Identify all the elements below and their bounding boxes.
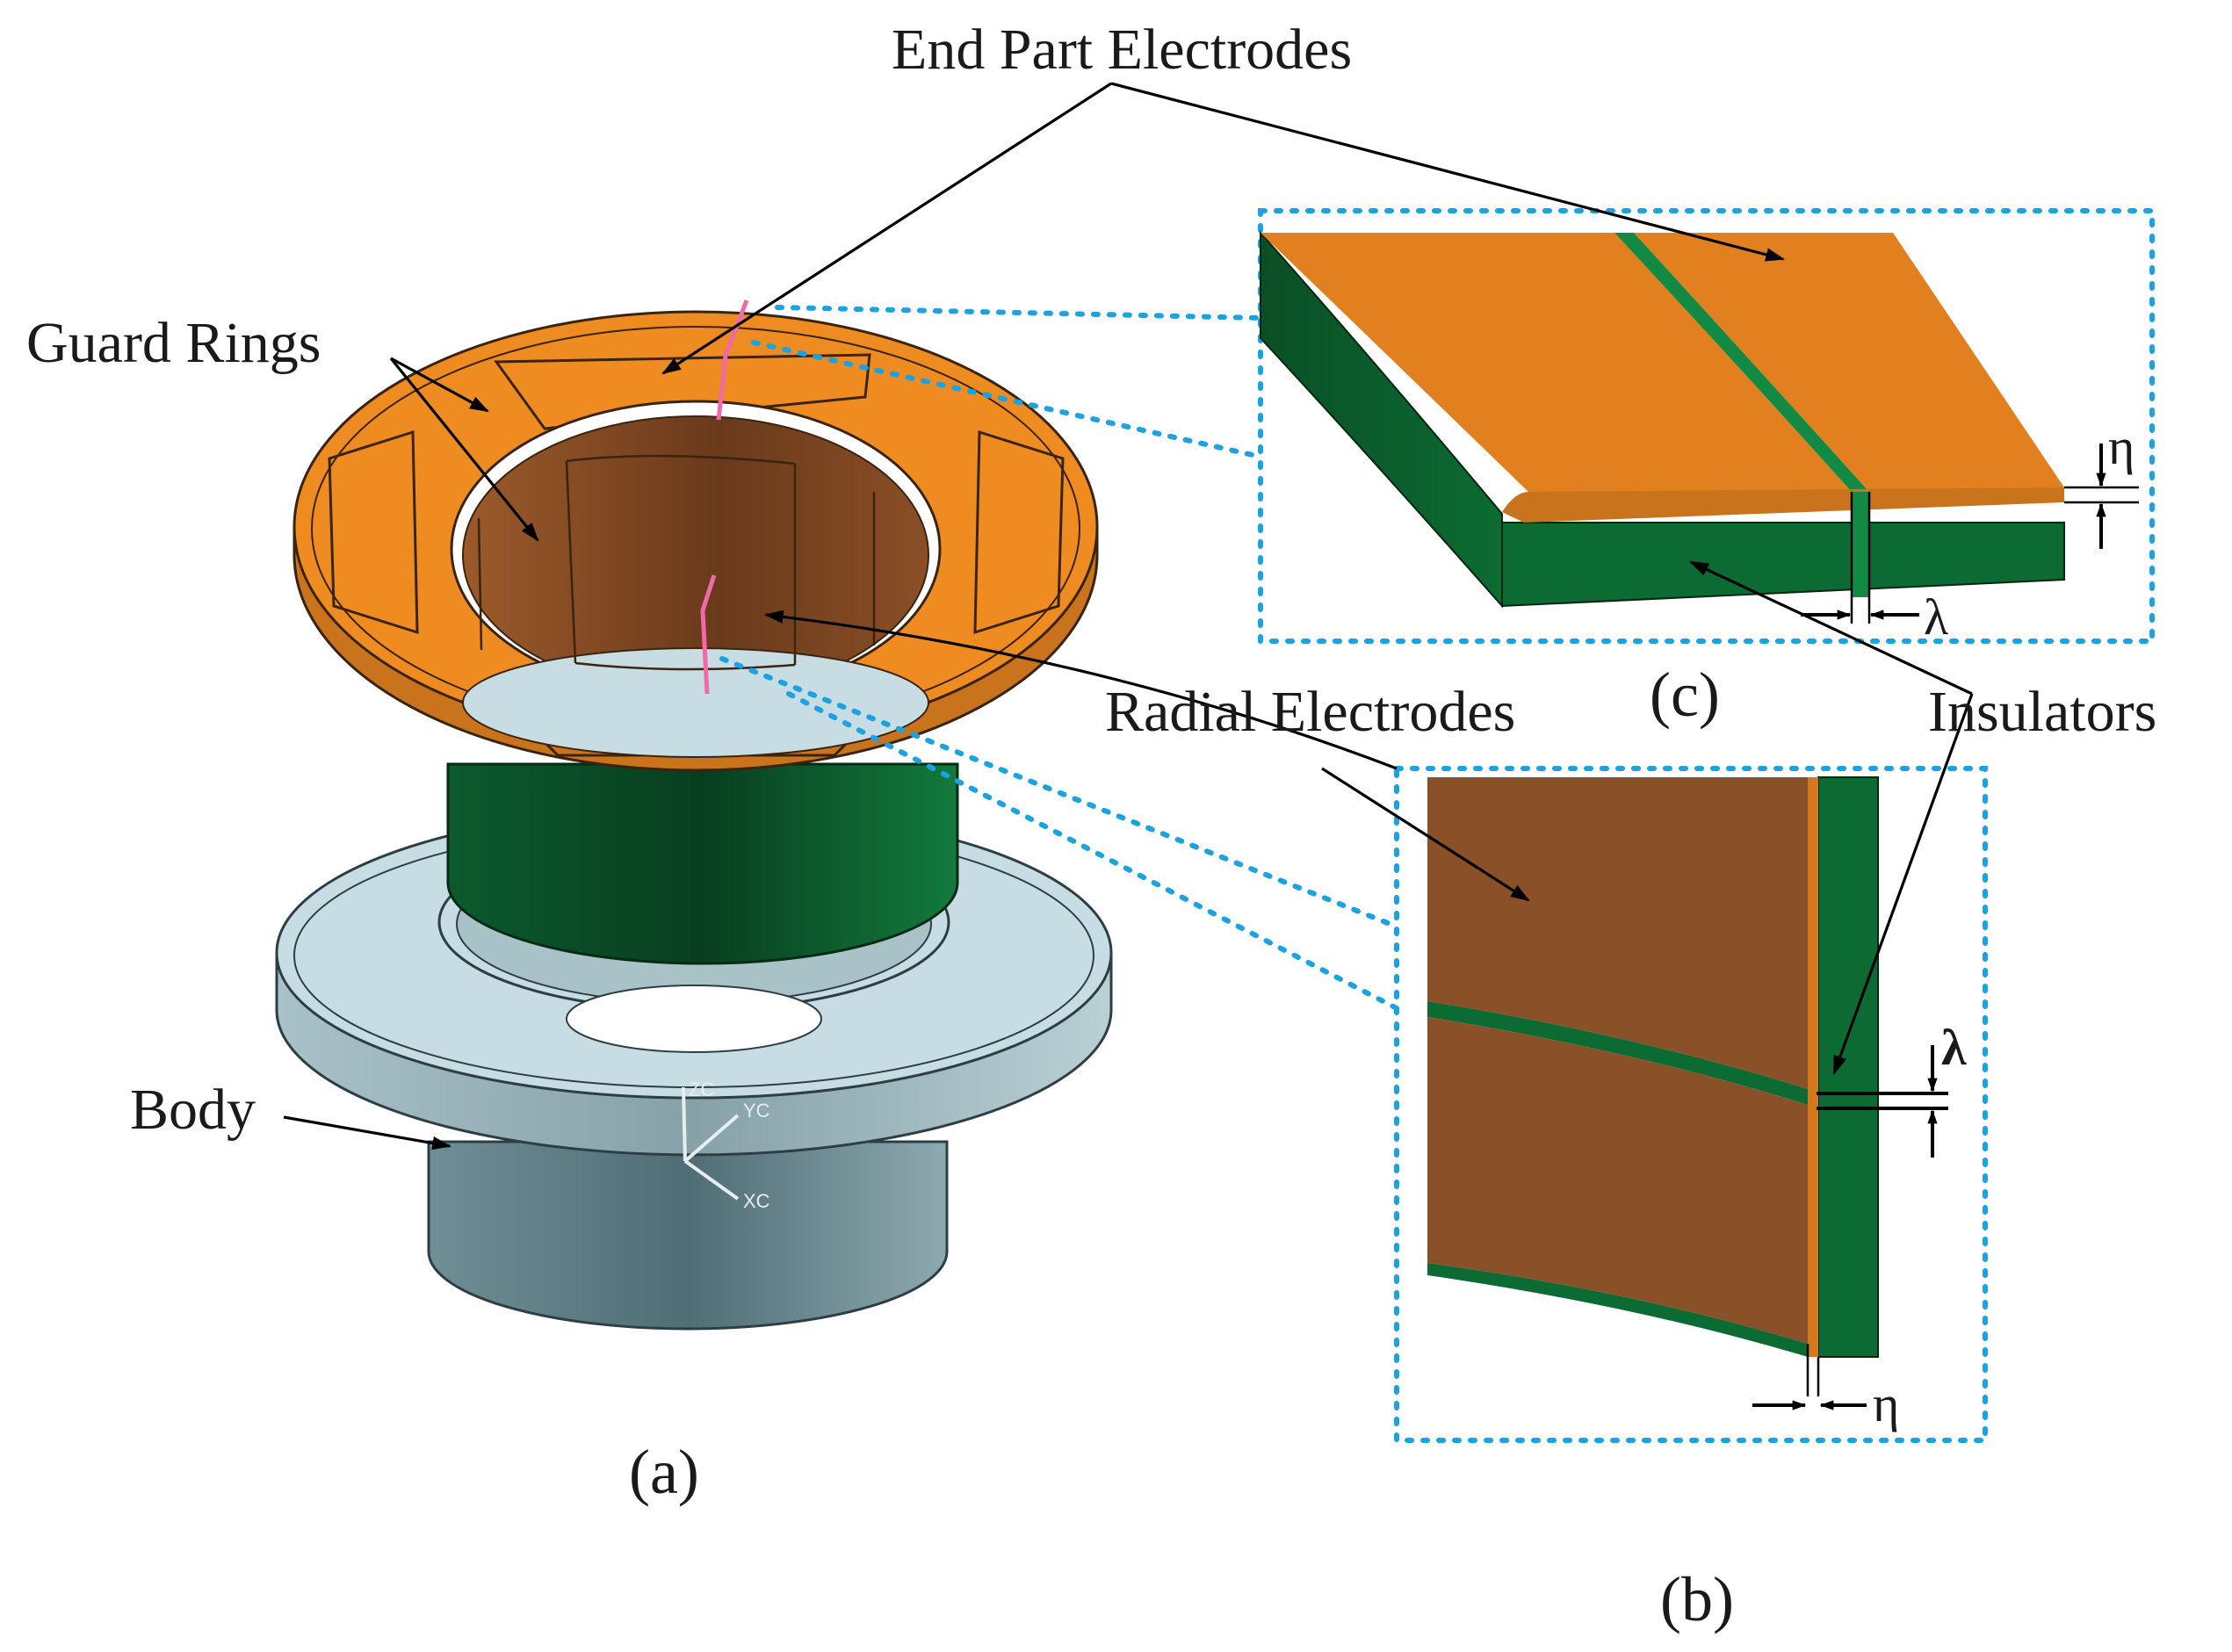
panel-a-caption: (a) <box>629 1437 699 1507</box>
pink-marker-top <box>716 299 749 421</box>
end-part-electrodes-label: End Part Electrodes <box>892 18 1352 82</box>
panel-b-caption: (b) <box>1660 1564 1734 1634</box>
insulator-cylinder <box>446 762 959 965</box>
radial-electrode-segments <box>477 454 876 671</box>
axis-z-label: ZC <box>689 1078 714 1100</box>
detail-radial-electrode <box>1427 776 1879 1396</box>
eta-label-c: η <box>2108 418 2134 475</box>
body-label: Body <box>130 1078 256 1142</box>
pink-marker-bore <box>700 574 717 695</box>
leader-lines <box>283 82 1974 1151</box>
eta-label-b: η <box>1873 1375 1899 1432</box>
detail-end-electrode <box>1260 230 2065 624</box>
axis-x-label: XC <box>743 1190 770 1212</box>
panel-c-caption: (c) <box>1650 660 1720 730</box>
axis-triad <box>682 1086 740 1201</box>
zoom-frame-b <box>1394 766 1988 1443</box>
lambda-label-b: λ <box>1941 1019 1967 1076</box>
dim-eta-c <box>2064 444 2139 549</box>
dim-lambda-b <box>1817 1045 1948 1158</box>
assembly-3d-view: ZC YC XC <box>275 299 1113 1331</box>
insulators-label: Insulators <box>1928 680 2156 744</box>
lambda-label-c: λ <box>1924 588 1948 646</box>
zoom-indicators <box>719 208 2155 1443</box>
radial-electrodes-label: Radial Electrodes <box>1105 680 1515 744</box>
zoom-frame-c <box>1258 208 2155 644</box>
axis-y-label: YC <box>743 1100 770 1122</box>
guard-rings-label: Guard Rings <box>26 311 321 375</box>
